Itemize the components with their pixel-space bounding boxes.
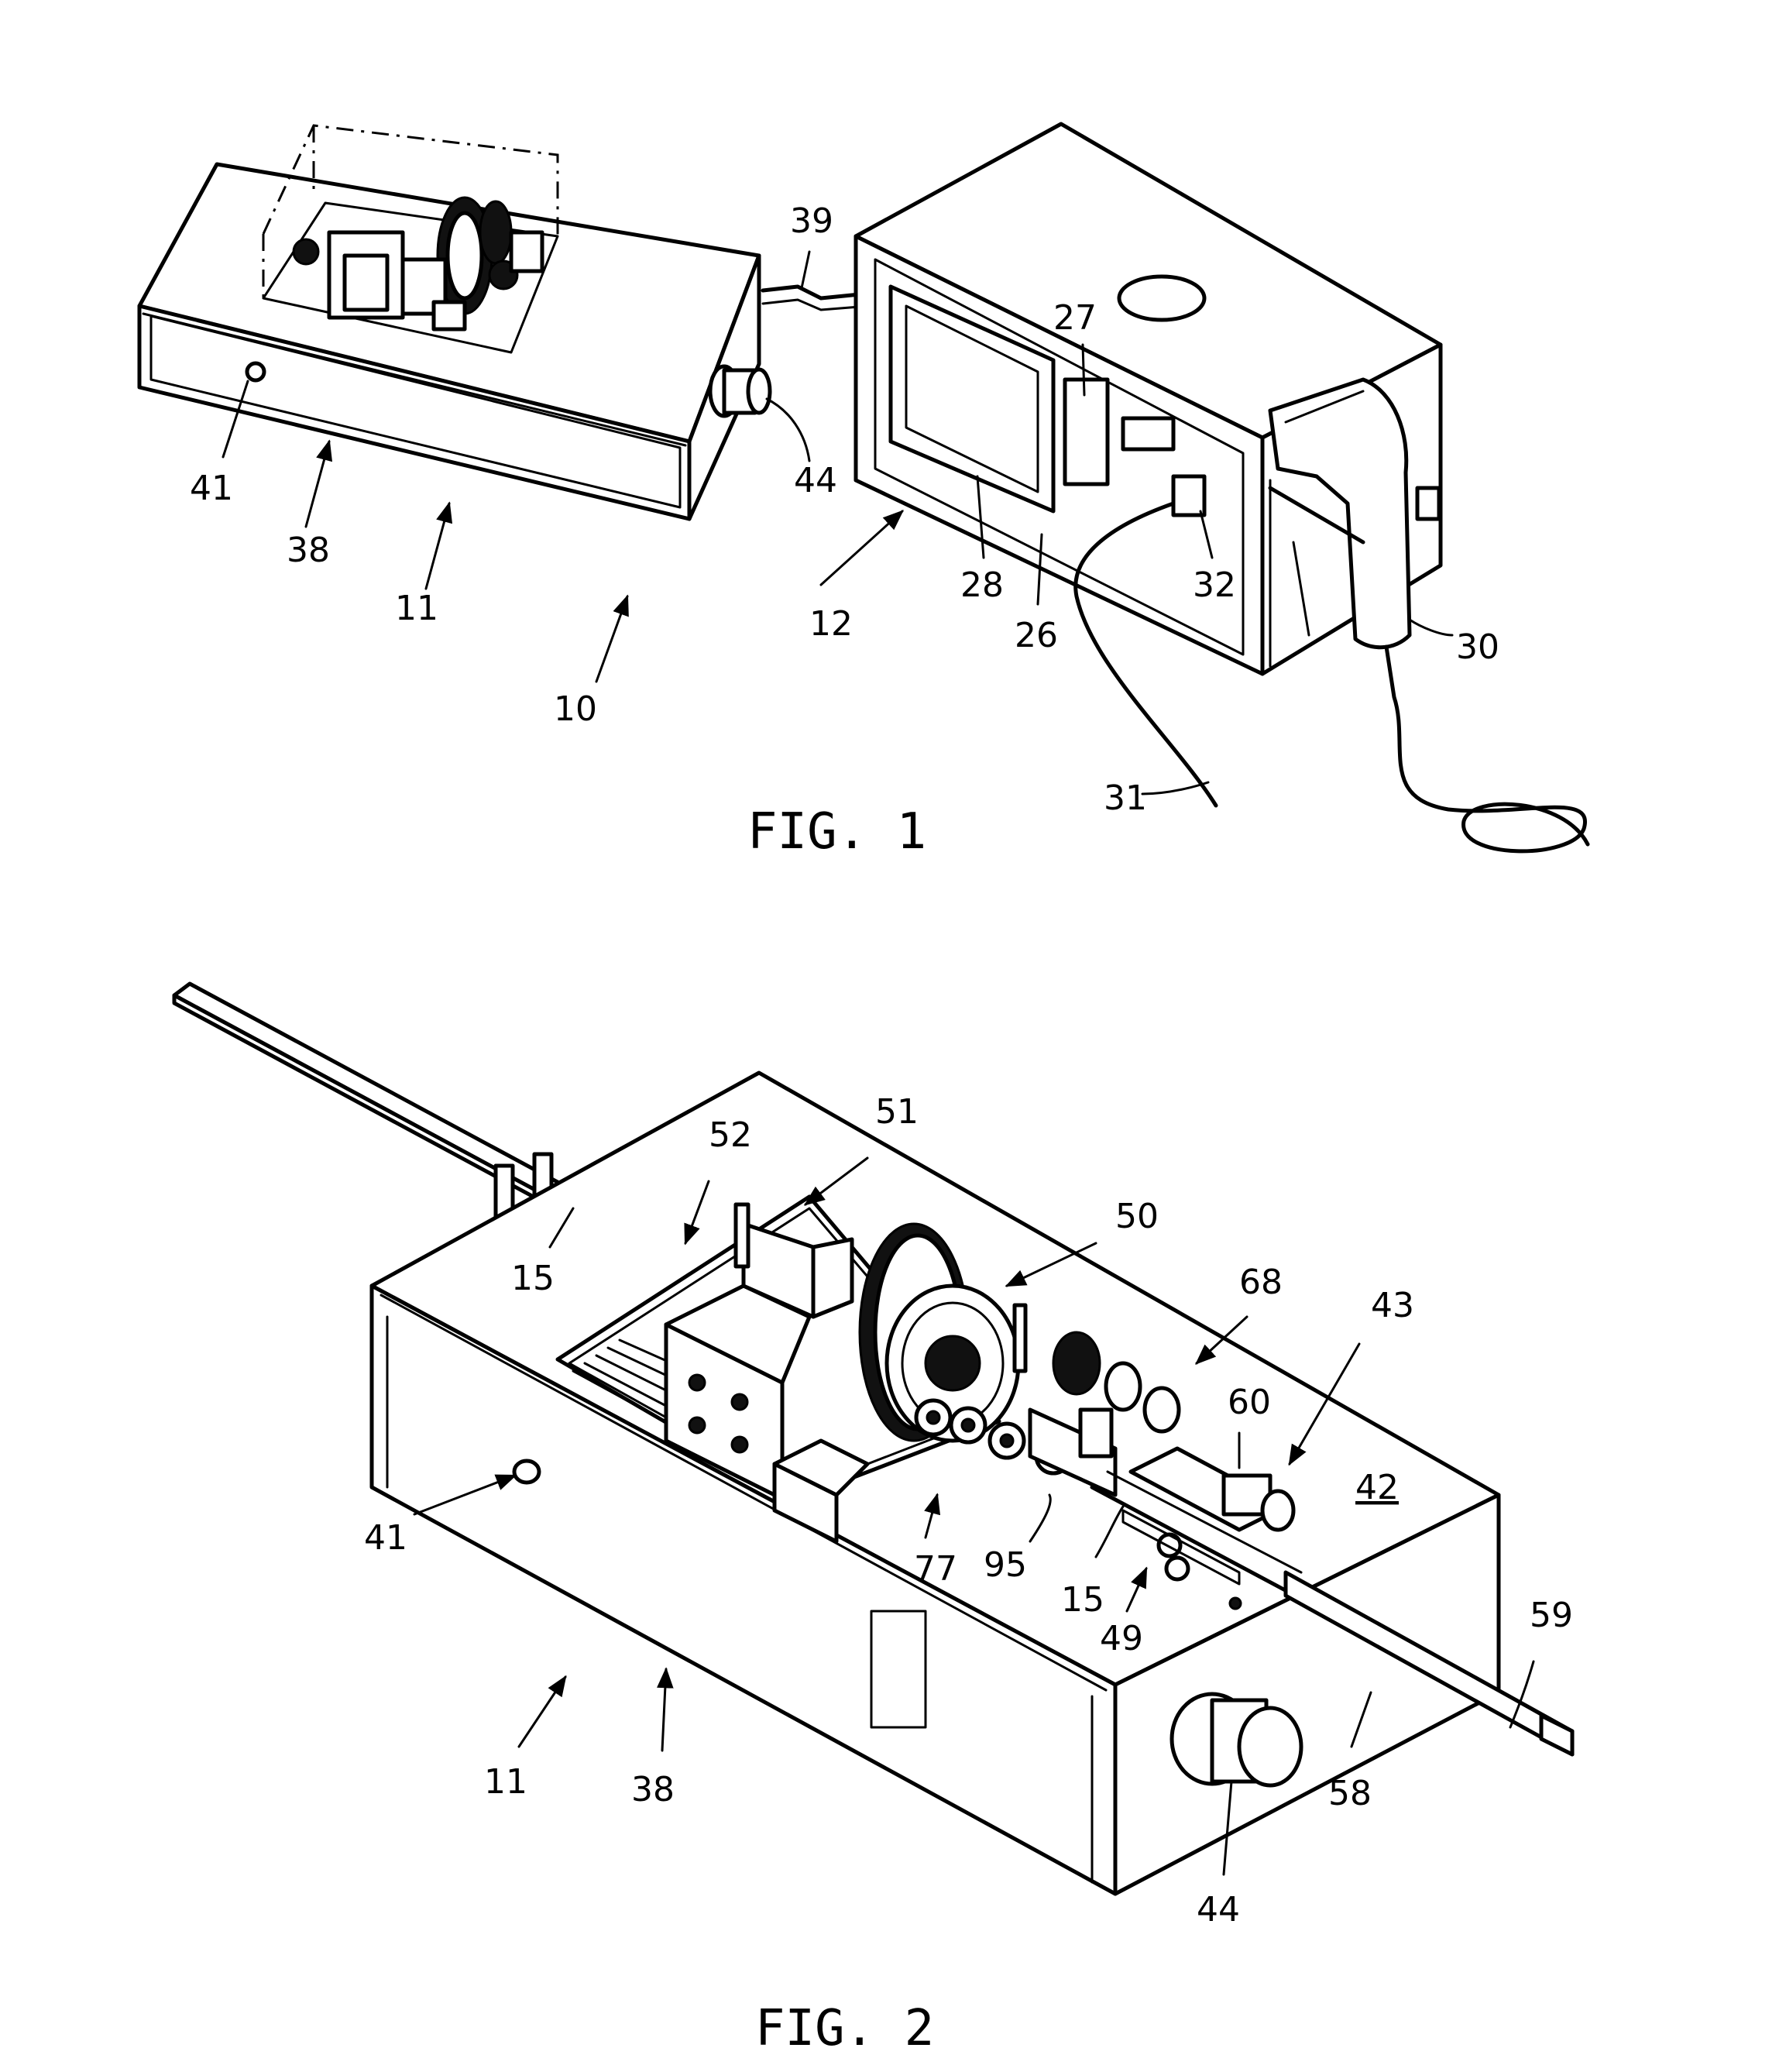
label-77: 77 <box>914 1549 957 1589</box>
figure-1-caption: FIG. 1 <box>747 803 926 861</box>
connector-32 <box>1173 476 1204 515</box>
label-11: 11 <box>395 589 438 628</box>
figure-2-caption: FIG. 2 <box>755 2000 934 2057</box>
unit-11-housing-detail <box>372 1073 1499 1894</box>
label-59: 59 <box>1530 1596 1573 1635</box>
label-58: 58 <box>1328 1774 1372 1813</box>
label-15-left: 15 <box>511 1259 555 1298</box>
cable-39 <box>763 287 860 310</box>
figure-2: 15 52 51 50 68 43 60 42 41 77 95 15 49 5… <box>174 984 1573 2057</box>
label-50: 50 <box>1115 1197 1159 1236</box>
label-43: 43 <box>1371 1286 1414 1325</box>
label-95: 95 <box>984 1545 1027 1585</box>
label-51: 51 <box>875 1092 919 1132</box>
screw-41-detail <box>514 1461 539 1483</box>
label-41: 41 <box>190 469 233 508</box>
label-68: 68 <box>1239 1263 1283 1302</box>
label-11: 11 <box>484 1762 527 1802</box>
label-38: 38 <box>631 1770 675 1809</box>
unit-11-housing <box>139 125 770 519</box>
top-port <box>1119 277 1204 320</box>
label-30: 30 <box>1456 627 1499 667</box>
label-28: 28 <box>960 565 1004 605</box>
label-12: 12 <box>809 604 853 644</box>
panel-27 <box>1065 380 1108 484</box>
figure-1: 41 38 11 10 39 44 12 28 27 32 26 30 31 F… <box>139 124 1588 861</box>
label-44: 44 <box>794 461 837 500</box>
knob-44 <box>710 366 770 416</box>
label-32: 32 <box>1193 565 1236 605</box>
label-60: 60 <box>1228 1383 1271 1422</box>
label-38: 38 <box>287 531 330 570</box>
label-52: 52 <box>709 1115 752 1155</box>
label-10: 10 <box>554 689 597 729</box>
label-44: 44 <box>1197 1890 1240 1929</box>
indicator <box>1123 418 1173 449</box>
label-42: 42 <box>1355 1468 1399 1507</box>
label-27: 27 <box>1053 298 1097 338</box>
label-39: 39 <box>790 201 833 241</box>
label-31: 31 <box>1104 778 1147 818</box>
label-15-right: 15 <box>1061 1580 1104 1620</box>
unit-12-cabinet <box>856 124 1588 851</box>
label-41: 41 <box>364 1518 407 1558</box>
label-26: 26 <box>1015 616 1058 655</box>
label-49: 49 <box>1100 1619 1143 1658</box>
